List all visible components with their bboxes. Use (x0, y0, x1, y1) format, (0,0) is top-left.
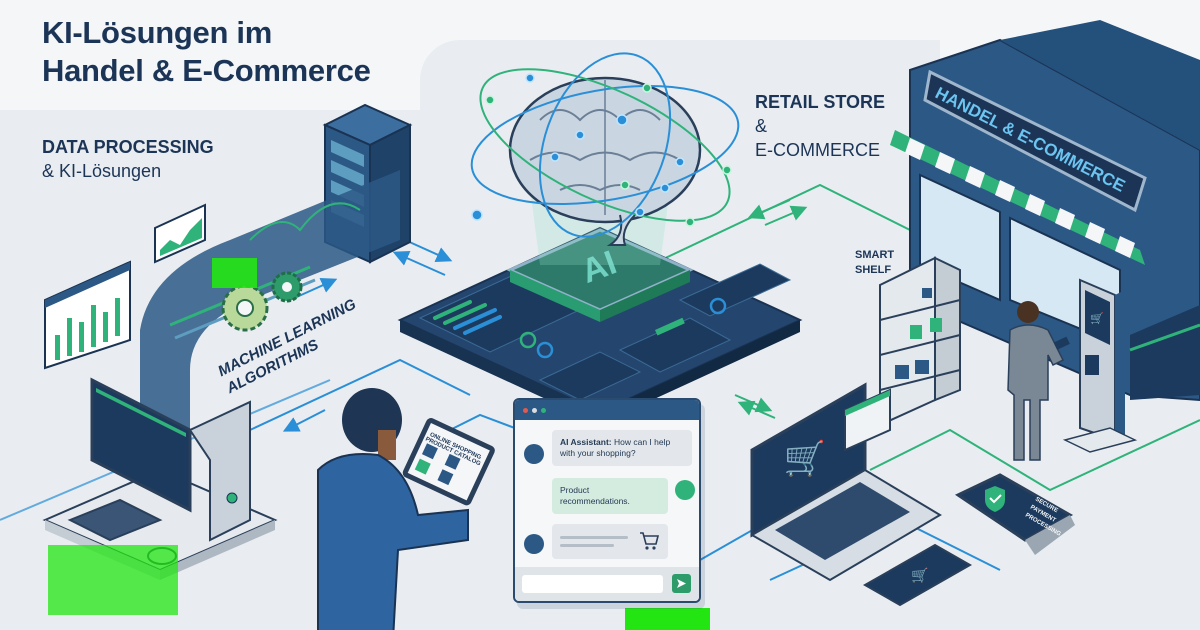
placeholder-line (560, 536, 628, 539)
user-avatar-icon (675, 480, 695, 500)
assistant-avatar-icon (524, 534, 544, 554)
user-message-text: Product recommendations. (560, 485, 630, 506)
smart-shelf-line-2: SHELF (855, 264, 892, 276)
ai-assistant-chat-window: AI Assistant: How can I help with your s… (513, 398, 701, 603)
smart-shelf-line-1: SMART (855, 249, 895, 261)
payment-terminal-icon: SECURE PAYMENT PROCESSING (954, 473, 1075, 555)
chat-message-assistant: AI Assistant: How can I help with your s… (552, 430, 692, 466)
window-minimize-dot[interactable] (532, 407, 537, 413)
data-processing-heading: DATA PROCESSING (42, 137, 214, 157)
retail-store-label: RETAIL STORE & E-COMMERCE (755, 90, 885, 162)
svg-text:🛒: 🛒 (911, 567, 928, 584)
window-maximize-dot[interactable] (541, 407, 546, 413)
brain-icon (470, 52, 740, 246)
smartphone-icon: 🛒 (862, 543, 973, 607)
self-checkout-kiosk-icon: 🛒 (1062, 278, 1138, 453)
svg-text:🛒: 🛒 (784, 439, 826, 479)
data-processing-label: DATA PROCESSING & KI-Lösungen (42, 135, 214, 183)
title-line-2: Handel & E-Commerce (42, 53, 371, 88)
retail-store-subheading: E-COMMERCE (755, 140, 880, 160)
person-with-tablet: ONLINE SHOPPING PRODUCT CATALOG (317, 388, 495, 630)
chat-message-assistant-product (552, 524, 668, 559)
gears-icon (221, 271, 303, 332)
send-arrow-icon (677, 579, 686, 588)
retail-store-amp: & (755, 116, 768, 136)
send-button[interactable] (672, 574, 691, 593)
smart-shelf-label: SMART SHELF (855, 248, 894, 278)
chat-title-bar (515, 400, 699, 420)
shopping-cart-icon (640, 532, 660, 550)
green-artifact (212, 258, 257, 288)
line-chart-card-icon (154, 203, 206, 264)
window-close-dot[interactable] (523, 407, 528, 413)
placeholder-line (560, 544, 614, 547)
chat-input-row (515, 567, 699, 601)
store-worker (1007, 301, 1070, 461)
smart-shelf-icon (879, 256, 961, 427)
data-processing-subheading: & KI-Lösungen (42, 161, 162, 181)
awning (890, 130, 1145, 265)
bar-chart-window-icon (44, 260, 131, 370)
green-artifact (625, 608, 710, 630)
green-artifact (48, 545, 178, 615)
assistant-message-text: How can I help with your shopping? (560, 437, 671, 458)
chat-message-user: Product recommendations. (552, 478, 668, 514)
assistant-avatar-icon (524, 444, 544, 464)
svg-text:🛒: 🛒 (1090, 312, 1104, 325)
page-title: KI-Lösungen im Handel & E-Commerce (42, 14, 371, 90)
retail-store-heading: RETAIL STORE (755, 92, 886, 112)
title-line-1: KI-Lösungen im (42, 15, 273, 50)
assistant-sender-label: AI Assistant: (560, 437, 612, 447)
store-sign (923, 69, 1147, 213)
chat-message-input[interactable] (522, 575, 663, 593)
laptop-icon: 🛒 (749, 382, 942, 582)
shield-check-icon (985, 486, 1005, 512)
